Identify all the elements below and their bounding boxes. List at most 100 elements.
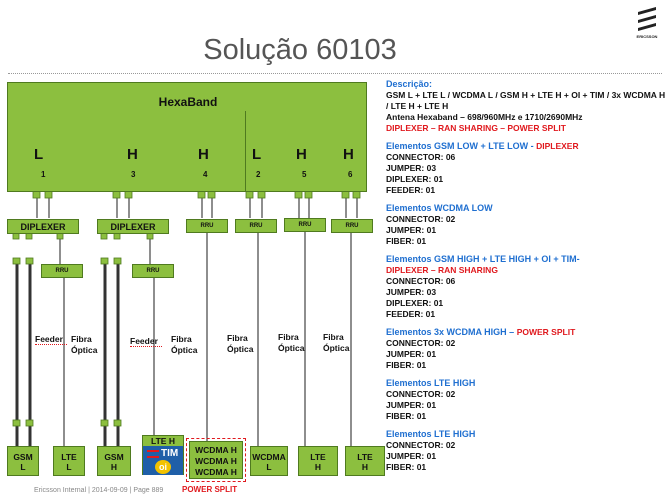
section-item: CONNECTOR: 02 [386,338,456,348]
port-3-num: 3 [131,170,136,179]
tim-logo-mark [147,450,159,458]
unit-lte-h-2-line1: LTE [357,452,373,462]
section-title: Elementos GSM LOW + LTE LOW - [386,141,537,151]
feeder-cables [15,262,120,446]
feeder-connectors [12,257,122,427]
section-item: FIBER: 01 [386,411,427,421]
tim-logo: TIM oi [143,446,183,475]
section-title: Elementos 3x WCDMA HIGH – [386,327,517,337]
unit-lte-h-2: LTE H [345,446,385,476]
port-1-num: 1 [41,170,46,179]
page-footer: Ericsson Internal | 2014-09-09 | Page 88… [34,487,164,494]
oi-logo: oi [155,460,171,474]
description-line3: DIPLEXER – RAN SHARING – POWER SPLIT [386,123,566,133]
port-3-band: H [127,146,138,163]
port-1-band: L [34,146,44,163]
section-title-red: POWER SPLIT [516,327,576,337]
section-item: JUMPER: 01 [386,225,437,235]
description-heading: Descrição: [386,79,433,89]
unit-wcdma-l-line1: WCDMA [252,452,286,462]
band-divider [245,111,246,191]
rru-lte-high-2: RRU [331,219,373,233]
port-2-num: 2 [256,170,261,179]
fibra-label-3: Fibra [227,333,248,343]
optica-label-5: Óptica [323,343,350,353]
unit-lte-h-shared-label: LTE H [151,436,175,446]
unit-gsm-l-line2: L [20,462,26,472]
page-title: Solução 60103 [203,34,397,66]
section-title: Elementos LTE HIGH [386,378,476,388]
unit-gsm-h: GSM H [97,446,131,476]
section-item: FIBER: 01 [386,236,427,246]
power-split-label: POWER SPLIT [182,485,238,494]
port-jumpers [36,198,358,218]
optica-label-3: Óptica [227,344,254,354]
unit-wcdma-h-2: WCDMA H [195,456,237,466]
section-item: FIBER: 01 [386,462,427,472]
section-lte-high-2: Elementos LTE HIGH CONNECTOR: 02 JUMPER:… [386,429,666,473]
unit-lte-l: LTE L [53,446,85,476]
rru-wcdma-high: RRU [186,219,228,233]
section-item: JUMPER: 03 [386,287,437,297]
section-item: FIBER: 01 [386,360,427,370]
description-panel: Descrição: GSM L + LTE L / WCDMA L / GSM… [386,79,666,473]
section-item: CONNECTOR: 02 [386,214,456,224]
section-title-red: DIPLEXER [536,141,579,151]
antenna-label: HexaBand [158,95,218,109]
section-wcdma-low: Elementos WCDMA LOW CONNECTOR: 02 JUMPER… [386,203,666,247]
optica-label-1: Óptica [71,345,98,355]
unit-wcdma-h-1: WCDMA H [195,445,237,455]
port-5-num: 5 [302,170,307,179]
unit-gsm-l-line1: GSM [13,452,33,462]
fibra-label-4: Fibra [278,332,299,342]
fibra-label-5: Fibra [323,332,344,342]
section-item: JUMPER: 01 [386,349,437,359]
unit-lte-h-2-line2: H [361,462,369,472]
port-4-num: 4 [203,170,208,179]
feeder-underline-2 [130,346,162,347]
rru-lte-high-1: RRU [284,218,326,232]
section-lte-high-1: Elementos LTE HIGH CONNECTOR: 02 JUMPER:… [386,378,666,422]
section-item: FEEDER: 01 [386,185,436,195]
power-split-box [186,438,246,482]
port-6-band: H [343,146,354,163]
port-5-band: H [296,146,307,163]
section-item: DIPLEXER: 01 [386,174,444,184]
section-gsm-lte-high: Elementos GSM HIGH + LTE HIGH + OI + TIM… [386,254,666,320]
unit-lte-h-1: LTE H [298,446,338,476]
feeder-underline-1 [35,344,67,345]
section-item: CONNECTOR: 02 [386,440,456,450]
fibra-label-2: Fibra [171,334,192,344]
fibre-cables [63,231,352,446]
unit-gsm-l: GSM L [7,446,39,476]
description-line2: Antena Hexaband – 698/960MHz e 1710/2690… [386,112,583,122]
section-title: Elementos GSM HIGH + LTE HIGH + OI + TIM… [386,254,580,264]
section-item: JUMPER: 03 [386,163,437,173]
rru-lte-low: RRU [41,264,83,278]
unit-wcdma-h-3: WCDMA H [195,467,237,477]
unit-gsm-h-line1: GSM [104,452,124,462]
section-gsm-lte-low: Elementos GSM LOW + LTE LOW - DIPLEXER C… [386,141,666,196]
section-title: Elementos WCDMA LOW [386,203,493,213]
rru-lte-high-oi: RRU [132,264,174,278]
unit-lte-h-1-line1: LTE [310,452,326,462]
port-2-band: L [252,146,262,163]
feeder-label-2: Feeder [130,336,158,346]
section-item: CONNECTOR: 06 [386,152,456,162]
rru-wcdma-low: RRU [235,219,277,233]
tim-logo-text: TIM [161,448,179,459]
section-item: CONNECTOR: 06 [386,276,456,286]
section-title: Elementos LTE HIGH [386,429,476,439]
unit-gsm-h-line2: H [110,462,118,472]
unit-wcdma-l: WCDMA L [250,446,288,476]
optica-label-4: Óptica [278,343,305,353]
ericsson-logo-mark [638,7,656,31]
section-wcdma-high: Elementos 3x WCDMA HIGH – POWER SPLIT CO… [386,327,666,371]
section-item: JUMPER: 01 [386,451,437,461]
section-item: DIPLEXER: 01 [386,298,444,308]
diplexer-low: DIPLEXER [7,219,79,234]
unit-lte-h-1-line2: H [314,462,322,472]
diplexer-to-rru [59,235,151,264]
fibra-label-1: Fibra [71,334,92,344]
